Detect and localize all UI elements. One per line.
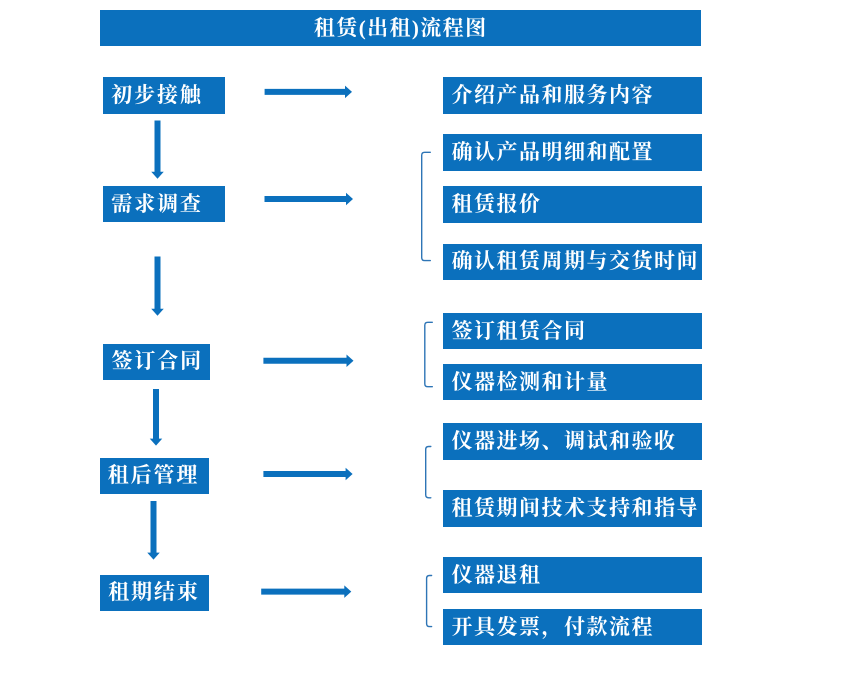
arrow-right-icon xyxy=(261,585,352,598)
arrow-down-icon xyxy=(147,501,160,560)
detail-label: 签订租赁合同 xyxy=(451,318,587,343)
stage-box-initial-contact: 初步接触 xyxy=(103,76,225,115)
detail-label: 开具发票，付款流程 xyxy=(451,614,654,639)
group-bracket xyxy=(425,574,433,628)
stage-label: 租期结束 xyxy=(108,580,200,605)
stage-label: 租后管理 xyxy=(107,463,200,488)
detail-box-invoice-payment: 开具发票，付款流程 xyxy=(443,608,702,646)
stage-box-post-rental-management: 租后管理 xyxy=(99,458,209,494)
detail-box-confirm-lease-period: 确认租赁周期与交货时间 xyxy=(443,243,702,281)
group-bracket xyxy=(421,151,431,262)
detail-box-instrument-entry: 仪器进场、调试和验收 xyxy=(443,423,702,460)
group-bracket xyxy=(424,321,433,388)
arrow-down-icon xyxy=(151,120,164,179)
diagram-title-bar: 租赁(出租)流程图 xyxy=(100,10,701,46)
stage-label: 需求调查 xyxy=(111,191,203,216)
arrow-right-icon xyxy=(264,85,352,99)
detail-box-instrument-return: 仪器退租 xyxy=(443,556,702,594)
group-bracket xyxy=(425,445,432,499)
detail-label: 仪器检测和计量 xyxy=(451,369,609,394)
arrow-right-icon xyxy=(263,467,353,481)
detail-box-technical-support: 租赁期间技术支持和指导 xyxy=(443,490,702,527)
detail-label: 确认租赁周期与交货时间 xyxy=(451,249,699,274)
stage-box-lease-end: 租期结束 xyxy=(100,575,210,611)
detail-box-rental-quotation: 租赁报价 xyxy=(443,186,702,223)
stage-box-demand-survey: 需求调查 xyxy=(103,185,225,223)
arrow-right-icon xyxy=(263,354,354,367)
arrow-right-icon xyxy=(264,192,353,206)
detail-box-confirm-product-details: 确认产品明细和配置 xyxy=(443,134,702,171)
detail-label: 介绍产品和服务内容 xyxy=(451,82,654,107)
detail-label: 租赁报价 xyxy=(451,192,542,217)
stage-box-sign-contract: 签订合同 xyxy=(103,343,210,381)
detail-box-instrument-testing: 仪器检测和计量 xyxy=(443,363,702,401)
detail-label: 仪器退租 xyxy=(451,562,542,587)
detail-box-introduce-products: 介绍产品和服务内容 xyxy=(443,77,702,114)
diagram-title: 租赁(出租)流程图 xyxy=(313,15,488,40)
detail-label: 仪器进场、调试和验收 xyxy=(451,428,677,453)
stage-label: 初步接触 xyxy=(111,82,203,107)
detail-label: 租赁期间技术支持和指导 xyxy=(451,496,699,521)
detail-box-sign-lease-contract: 签订租赁合同 xyxy=(443,312,702,350)
arrow-down-icon xyxy=(151,256,164,316)
stage-label: 签订合同 xyxy=(111,349,204,374)
detail-label: 确认产品明细和配置 xyxy=(451,139,654,164)
arrow-down-icon xyxy=(149,389,163,446)
